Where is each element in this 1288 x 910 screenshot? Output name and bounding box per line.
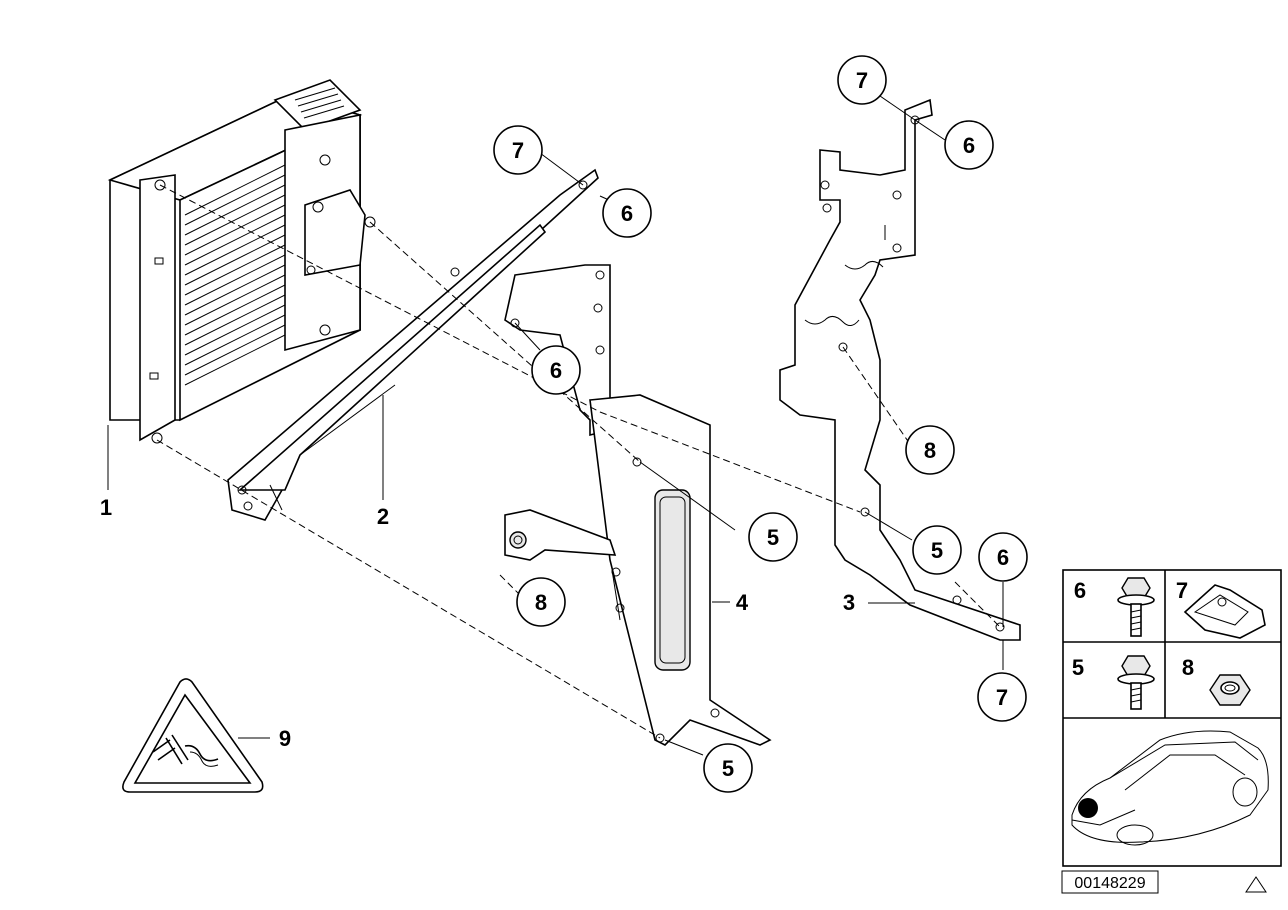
callout-7-bottom-right: 7	[977, 672, 1027, 722]
right-bracket	[779, 98, 1021, 641]
clip-nut-icon	[1183, 584, 1266, 639]
callout-number: 5	[722, 756, 734, 781]
callout-8-right: 8	[905, 425, 955, 475]
callout-number: 7	[512, 138, 524, 163]
bolt-flange-icon	[1117, 577, 1155, 637]
vertical-bracket	[504, 264, 772, 746]
warning-label-icon	[122, 678, 264, 793]
callout-number: 5	[931, 538, 943, 563]
legend-number: 5	[1072, 655, 1084, 680]
alignment-lines	[156, 184, 1001, 739]
callout-6-middle: 6	[531, 345, 581, 395]
callout-5-bottom: 5	[703, 743, 753, 793]
callout-number: 8	[535, 590, 547, 615]
callout-7-top-right: 7	[837, 55, 887, 105]
callout-7-top-middle: 7	[493, 125, 543, 175]
triangle-icon	[1245, 876, 1267, 893]
callout-6-right: 6	[978, 532, 1028, 582]
car-location-icon	[1071, 730, 1269, 846]
bolt-hex-icon	[1117, 655, 1155, 710]
part-label-2: 2	[377, 504, 389, 529]
callout-number: 5	[767, 525, 779, 550]
diagonal-bracket	[227, 168, 599, 521]
legend-number: 6	[1074, 578, 1086, 603]
callout-number: 6	[997, 545, 1009, 570]
callout-5-middle: 5	[748, 512, 798, 562]
part-label-1: 1	[100, 495, 112, 520]
part-label-3: 3	[843, 590, 855, 615]
diagram-code: 00148229	[1074, 875, 1145, 892]
callout-number: 6	[963, 133, 975, 158]
hex-nut-icon	[1209, 674, 1251, 706]
part-label-4: 4	[736, 590, 749, 615]
callout-number: 7	[856, 68, 868, 93]
amplifier-module	[107, 79, 376, 444]
part-label-9: 9	[279, 726, 291, 751]
legend-number: 8	[1182, 655, 1194, 680]
callout-number: 7	[996, 685, 1008, 710]
legend-number: 7	[1176, 578, 1188, 603]
callout-number: 6	[621, 201, 633, 226]
diagram-code-box: 00148229	[1061, 870, 1159, 894]
fastener-legend: 6 7 5 8	[1062, 569, 1282, 867]
callout-6-top-right: 6	[944, 120, 994, 170]
callout-6-top-middle: 6	[602, 188, 652, 238]
leader-lines	[107, 95, 1004, 756]
callout-8-left: 8	[516, 577, 566, 627]
callout-number: 6	[550, 358, 562, 383]
callout-number: 8	[924, 438, 936, 463]
callout-5-right: 5	[912, 525, 962, 575]
